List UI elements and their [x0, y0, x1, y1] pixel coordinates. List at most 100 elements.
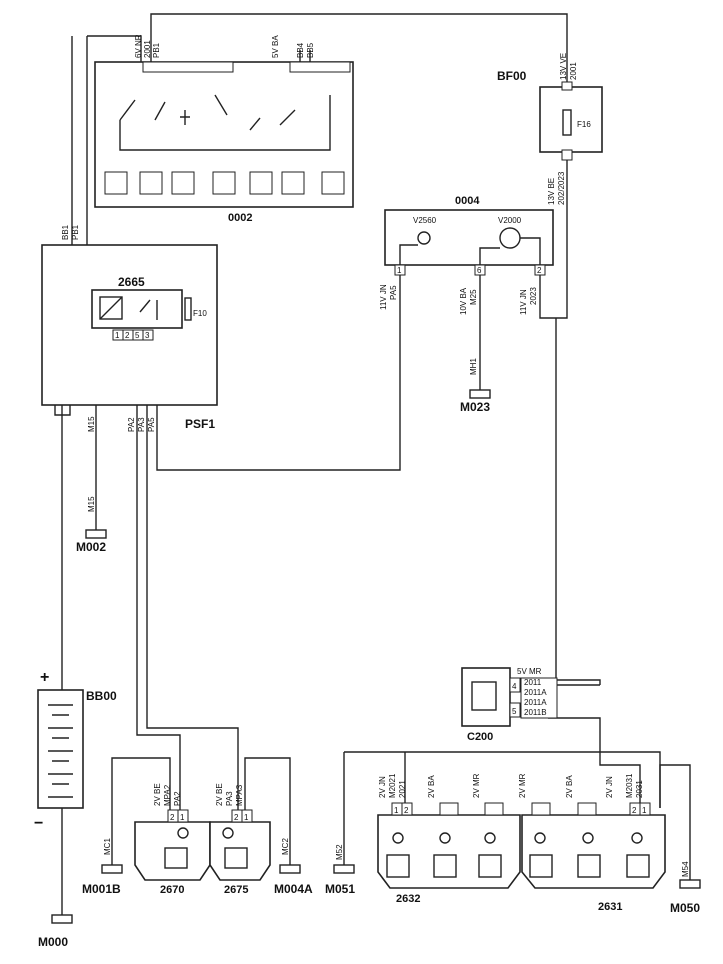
label-13v-be: 13V BE: [547, 178, 556, 205]
2632-bulb-2-icon: [439, 832, 451, 844]
label-m15: M15: [87, 416, 96, 432]
component-psf1: F10 2665 1 2 5 3 PSF1 BB1 PB1 M15 M15 PA…: [41, 224, 218, 512]
2632-conn-c: [484, 802, 504, 816]
wire-to-c200: [555, 318, 601, 685]
wire-mc2: [244, 757, 291, 865]
label-11v-jn-2: 11V JN: [519, 289, 528, 315]
component-2631: 2 1 2631 2V MR 2V BA 2V JN M2031 2031 M5…: [518, 773, 690, 913]
fuse-f16: [562, 109, 572, 136]
pin-label-6: 6: [477, 266, 482, 275]
0004-int-2: [520, 237, 541, 265]
label-2023: 2023: [529, 287, 538, 305]
label-pa2: PA2: [127, 417, 136, 432]
2632-conn-b: [439, 802, 459, 816]
2631-pin-1: [639, 802, 651, 816]
2631-indicator-icon: [626, 854, 650, 878]
label-2670-2v-be: 2V BE: [153, 783, 162, 806]
label-m52: M52: [335, 844, 344, 860]
label-v2560: V2560: [413, 216, 437, 225]
ground-m050: M050: [670, 879, 701, 915]
rear-fog-symbol-icon: [224, 847, 248, 869]
ground-m001b-icon: [101, 864, 123, 874]
label-pb1-b: PB1: [71, 224, 80, 240]
2631-bulb-1-icon: [534, 832, 546, 844]
relay-pin-3: [142, 329, 154, 341]
label-mc1: MC1: [103, 838, 112, 855]
component-bf00: F16 BF00 13V VE 2001 13V BE 202/2023: [497, 53, 603, 205]
label-2631: 2631: [598, 901, 622, 913]
wire-psf1-loop: [54, 405, 71, 416]
label-m25: M25: [469, 289, 478, 305]
2631-pin-label-2: 2: [632, 806, 637, 815]
label-2031: 2031: [635, 780, 644, 798]
label-2632-2v-ba: 2V BA: [427, 775, 436, 798]
label-bf00: BF00: [497, 69, 527, 83]
2675-pin-label-2: 2: [234, 813, 239, 822]
label-5v-ba: 5V BA: [271, 35, 280, 58]
c200-pin-5: [509, 702, 521, 718]
diagnostic-socket-icon: [471, 681, 497, 711]
label-2001: 2001: [143, 40, 152, 58]
wire-pb1-top: [87, 35, 142, 62]
label-13v-ve: 13V VE: [559, 53, 568, 80]
label-m002: M002: [76, 540, 106, 554]
label-m051: M051: [325, 882, 355, 896]
2631-brake-icon: [577, 854, 601, 878]
label-10v-ba: 10V BA: [459, 287, 468, 315]
main-beam-icon: [321, 171, 345, 195]
battery-box: [37, 689, 84, 809]
relay-coil-icon: [99, 296, 123, 320]
2632-pin-label-2: 2: [404, 806, 409, 815]
wire-2023: [539, 275, 556, 319]
sidelamp-icon: [249, 171, 273, 195]
bf00-pin-1b: [561, 149, 573, 161]
relay-2665-box: [91, 289, 183, 329]
0004-pin-2: [534, 264, 546, 276]
headlamp-icon: [212, 171, 236, 195]
pin-3: 3: [145, 331, 150, 340]
label-pb1: PB1: [152, 42, 161, 58]
label-0002: 0002: [228, 212, 252, 224]
0004-pin-6: [474, 264, 486, 276]
label-2011b: 2011B: [524, 708, 547, 717]
illumination-icon: [281, 171, 305, 195]
pin-label-1: 1: [397, 266, 402, 275]
2632-box: [377, 814, 521, 889]
label-m15-b: M15: [87, 496, 96, 512]
switch-contacts: [119, 94, 331, 131]
2631-reverse-icon: [529, 854, 553, 878]
label-5v-mr: 5V MR: [517, 667, 542, 676]
wire-pa2: [136, 405, 181, 810]
component-0002: 0002 6V NR 2001 PB1 5V BA BB4 BB5: [94, 34, 354, 224]
wire-2631-feed: [599, 752, 641, 808]
2670-pin-1: [177, 809, 189, 823]
component-2670: 2 1 2670 2V BE MPA2 PA2 MC1: [103, 783, 211, 896]
dipped-beam-icon: [171, 171, 195, 195]
label-2021: 2021: [398, 780, 407, 798]
rear-fog-icon: [139, 171, 163, 195]
pin-label-2: 2: [537, 266, 542, 275]
label-f16: F16: [577, 120, 591, 129]
ground-m051: M051: [325, 864, 355, 896]
label-6v-nr: 6V NR: [134, 34, 143, 58]
label-m050: M050: [670, 901, 700, 915]
c200-wire-labels-box: [520, 677, 558, 719]
label-bb5: BB5: [306, 42, 315, 58]
2632-pin-label-1: 1: [394, 806, 399, 815]
fog-lamp-icon: [104, 171, 128, 195]
rear-fog-bulb-icon: [222, 827, 234, 839]
2631-bulb-2-icon: [582, 832, 594, 844]
2632-bulb-1-icon: [392, 832, 404, 844]
label-m54: M54: [681, 861, 690, 877]
ground-m000: M000: [38, 914, 73, 949]
label-bb4: BB4: [296, 42, 305, 58]
ground-m002-icon: [85, 529, 107, 539]
2675-pin-label-1: 1: [244, 813, 249, 822]
label-2670: 2670: [160, 884, 184, 896]
component-0004: 0004 V2560 V2000 1 6 2 11V JN PA5 10V BA…: [379, 195, 554, 375]
label-2011a-2: 2011A: [524, 698, 547, 707]
label-bb1: BB1: [61, 224, 70, 240]
2631-pin-label-1: 1: [642, 806, 647, 815]
2632-brake-icon: [433, 854, 457, 878]
2632-pin-2: [401, 802, 413, 816]
